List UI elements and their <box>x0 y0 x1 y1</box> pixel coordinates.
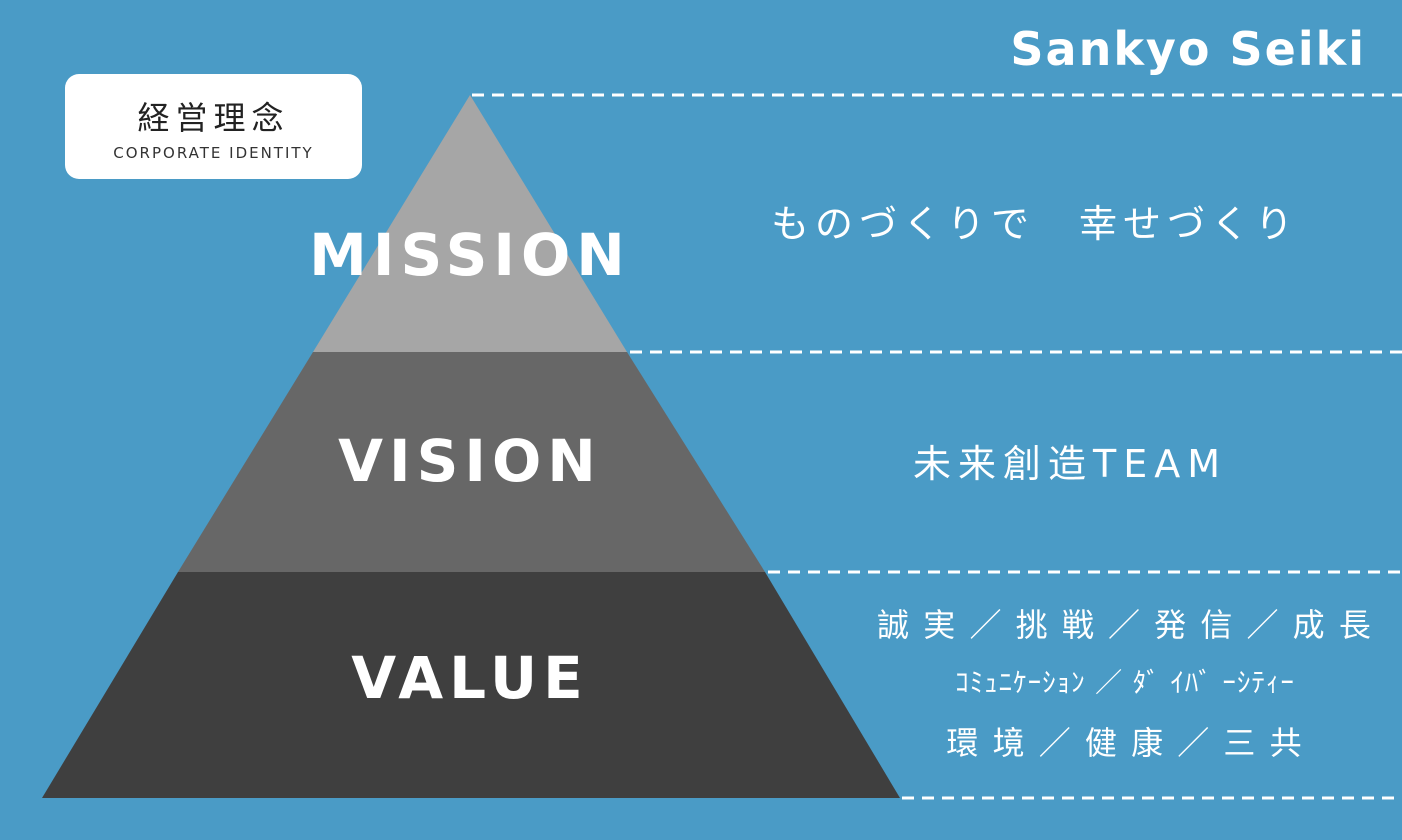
header-box-subtitle: CORPORATE IDENTITY <box>113 144 314 162</box>
vision-label: VISION <box>338 427 602 495</box>
pyramid-top-mission <box>313 95 627 352</box>
value-label: VALUE <box>351 644 589 712</box>
pyramid-bottom-value <box>42 572 900 798</box>
header-box-title: 経営理念 <box>137 99 290 137</box>
mission-statement: ものづくりで 幸せづくり <box>770 202 1299 246</box>
brand-logo: Sankyo Seiki <box>1010 22 1366 76</box>
mission-label: MISSION <box>309 221 631 289</box>
corporate-identity-header-box: 経営理念 CORPORATE IDENTITY <box>65 74 362 179</box>
value-line-2: ｺﾐｭﾆｹｰｼｮﾝ ／ ﾀﾞ ｲﾊﾞ ｰｼﾃｨｰ <box>955 668 1295 699</box>
vision-statement: 未来創造TEAM <box>912 442 1227 486</box>
value-line-3: 環 境 ／ 健 康 ／ 三 共 <box>946 724 1304 762</box>
pyramid-middle-vision <box>178 352 765 572</box>
value-line-1: 誠 実 ／ 挑 戦 ／ 発 信 ／ 成 長 <box>877 606 1373 644</box>
